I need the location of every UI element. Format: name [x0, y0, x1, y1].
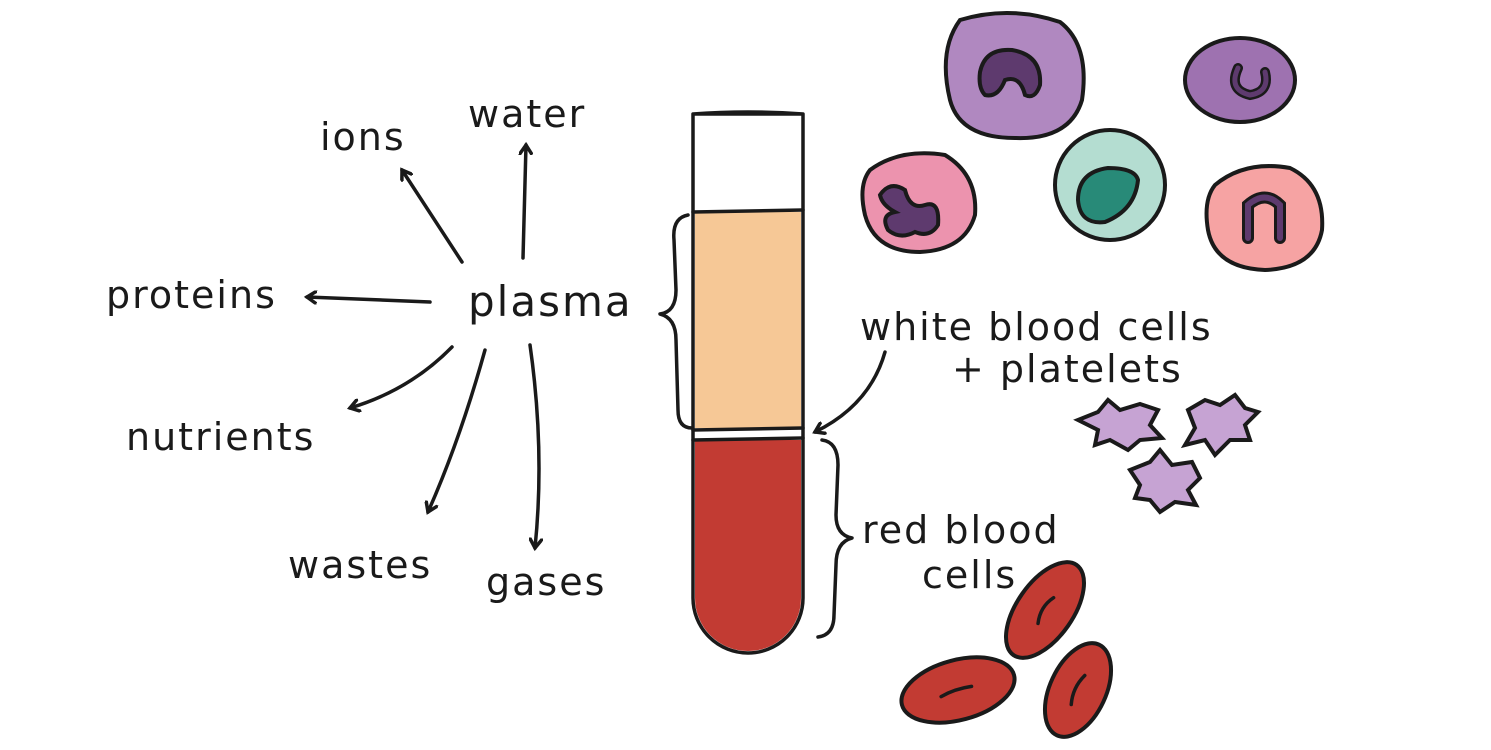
platelet: [1073, 397, 1167, 453]
tube-outline: [691, 110, 805, 655]
neutrophil-cell: [1204, 164, 1325, 273]
label-wastes: wastes: [288, 543, 432, 587]
label-cells: cells: [922, 553, 1017, 597]
plasma-top-line: [691, 208, 805, 214]
arrow-nutrients: [350, 345, 454, 408]
arrow-wastes: [428, 348, 487, 512]
basophil-nucleus-fill: [1232, 65, 1269, 98]
plasma-arrows: [307, 145, 539, 548]
platelets: [1073, 392, 1262, 515]
label-nutrients: nutrients: [126, 415, 315, 459]
plasma-brace: [658, 213, 694, 430]
platelet: [1180, 392, 1262, 459]
test-tube: [691, 110, 805, 655]
eosinophil-nucleus: [877, 184, 941, 238]
wbc-pointer-arrow: [815, 350, 887, 432]
label-plasma: plasma: [468, 277, 633, 326]
basophil-cell: [1183, 36, 1297, 124]
red-blood-cell: [1042, 641, 1114, 739]
label-proteins: proteins: [106, 273, 277, 317]
label-platelets: + platelets: [952, 347, 1183, 391]
label-red-blood: red blood: [862, 508, 1060, 552]
plasma-layer: [695, 212, 801, 428]
label-gases: gases: [486, 560, 606, 604]
rbc-brace: [816, 438, 854, 639]
eosinophil-cell: [860, 151, 978, 255]
label-ions: ions: [320, 115, 406, 159]
buffy-coat-line-top: [691, 426, 805, 432]
arrow-ions: [402, 170, 464, 264]
arrow-gases: [530, 343, 539, 548]
neutrophil-nucleus-fill: [1245, 194, 1283, 241]
white-blood-cells: [860, 10, 1325, 273]
lymphocyte-nucleus: [1075, 165, 1141, 225]
arrow-proteins: [307, 297, 432, 302]
platelet: [1126, 446, 1203, 515]
label-white-blood-cells: white blood cells: [860, 305, 1213, 349]
monocyte-nucleus: [977, 47, 1043, 99]
red-blood-cell-layer: [695, 440, 801, 651]
red-blood-cells: [899, 560, 1114, 739]
red-blood-cell: [1003, 560, 1087, 660]
label-water: water: [468, 92, 586, 136]
arrow-water: [523, 145, 526, 260]
buffy-coat-line-bottom: [691, 436, 805, 442]
red-blood-cell: [899, 655, 1017, 725]
